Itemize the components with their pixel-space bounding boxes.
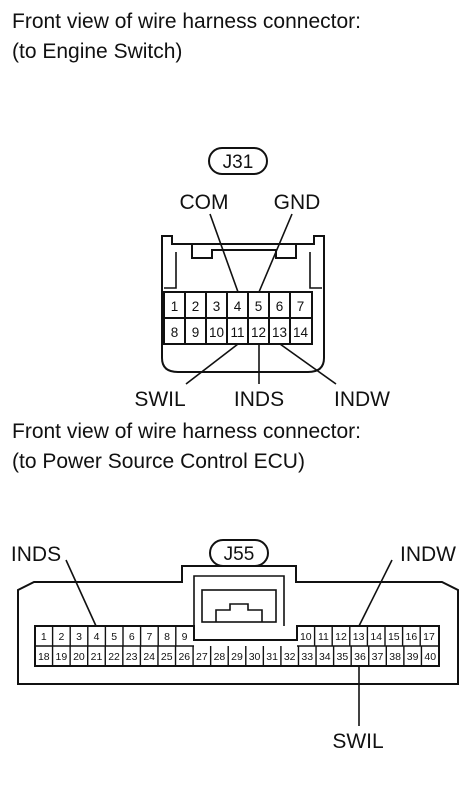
pin-number: 12	[251, 325, 266, 340]
connector-j31	[161, 147, 337, 385]
j55-id-label: J55	[224, 544, 255, 565]
pin-number: 7	[146, 631, 152, 643]
pin-number: 34	[319, 651, 331, 663]
j55-label-indw: INDW	[400, 543, 456, 566]
j31-leader-gnd	[258, 213, 293, 293]
j55-outer-body	[17, 565, 459, 685]
pin-number: 1	[171, 299, 179, 314]
pin-number: 8	[171, 325, 179, 340]
pin-number: 17	[423, 631, 435, 643]
caption-2-line-1: Front view of wire harness connector:	[12, 420, 361, 443]
connector-j55	[17, 539, 459, 726]
caption-1-line-2: (to Engine Switch)	[12, 40, 183, 63]
j31-id-label: J31	[223, 152, 254, 173]
pin-number: 8	[164, 631, 170, 643]
pin-number: 9	[192, 325, 200, 340]
pin-number: 10	[209, 325, 224, 340]
pin-number: 37	[372, 651, 384, 663]
pin-number: 26	[178, 651, 190, 663]
caption-1-line-1: Front view of wire harness connector:	[12, 10, 361, 33]
j55-latch-inner	[201, 589, 277, 623]
pin-number: 10	[300, 631, 312, 643]
pin-number: 18	[38, 651, 50, 663]
pin-number: 32	[284, 651, 296, 663]
j55-pin-dividers	[51, 626, 423, 666]
pin-number: 33	[301, 651, 313, 663]
pin-number: 36	[354, 651, 366, 663]
pin-number: 20	[73, 651, 85, 663]
j31-label-indw: INDW	[334, 388, 390, 411]
j31-inner-right	[309, 252, 322, 289]
pin-number: 5	[111, 631, 117, 643]
j31-label-inds: INDS	[234, 388, 284, 411]
pin-number: 27	[196, 651, 208, 663]
j55-latch-key	[215, 603, 263, 622]
pin-number: 1	[41, 631, 47, 643]
j31-leader-com	[209, 213, 239, 293]
pin-number: 39	[407, 651, 419, 663]
pin-number: 12	[335, 631, 347, 643]
pin-number: 30	[249, 651, 261, 663]
pin-number: 11	[230, 325, 244, 340]
j31-inner-left	[164, 252, 177, 289]
pin-number: 15	[388, 631, 400, 643]
j31-latch	[191, 244, 297, 259]
pin-number: 25	[161, 651, 173, 663]
pin-number: 4	[234, 299, 242, 314]
pin-number: 14	[370, 631, 382, 643]
pin-number: 5	[255, 299, 263, 314]
pin-number: 38	[389, 651, 401, 663]
j55-pin-area	[34, 625, 440, 667]
pin-number: 19	[56, 651, 68, 663]
pin-number: 2	[192, 299, 200, 314]
j55-leader-indw	[358, 559, 393, 627]
pin-number: 4	[94, 631, 100, 643]
pin-number: 16	[406, 631, 418, 643]
pin-number: 40	[424, 651, 436, 663]
pin-number: 9	[182, 631, 188, 643]
pin-number: 13	[272, 325, 287, 340]
pin-number: 28	[214, 651, 226, 663]
pin-number: 35	[337, 651, 349, 663]
pin-number: 7	[297, 299, 305, 314]
pin-number: 29	[231, 651, 243, 663]
j55-leader-inds	[65, 559, 97, 627]
j31-id-badge	[208, 147, 268, 175]
pin-number: 3	[76, 631, 82, 643]
pin-number: 6	[129, 631, 135, 643]
j31-outer-body	[161, 235, 325, 373]
pin-number: 21	[91, 651, 103, 663]
j31-leader-indw	[279, 343, 337, 385]
pin-number: 6	[276, 299, 284, 314]
pin-number: 3	[213, 299, 221, 314]
j55-label-inds: INDS	[11, 543, 61, 566]
pin-number: 23	[126, 651, 138, 663]
pin-number: 13	[353, 631, 365, 643]
j31-label-swil: SWIL	[134, 388, 185, 411]
j31-leader-swil	[185, 343, 239, 385]
caption-2-line-2: (to Power Source Control ECU)	[12, 450, 305, 473]
j31-label-gnd: GND	[274, 191, 321, 214]
pin-number: 2	[58, 631, 64, 643]
j55-label-swil: SWIL	[332, 730, 383, 753]
pin-number: 31	[266, 651, 278, 663]
j55-latch-frame	[193, 575, 285, 626]
j31-label-com: COM	[180, 191, 229, 214]
pin-number: 14	[293, 325, 309, 340]
pin-number: 22	[108, 651, 120, 663]
pin-number: 11	[318, 631, 329, 643]
pin-number: 24	[143, 651, 155, 663]
